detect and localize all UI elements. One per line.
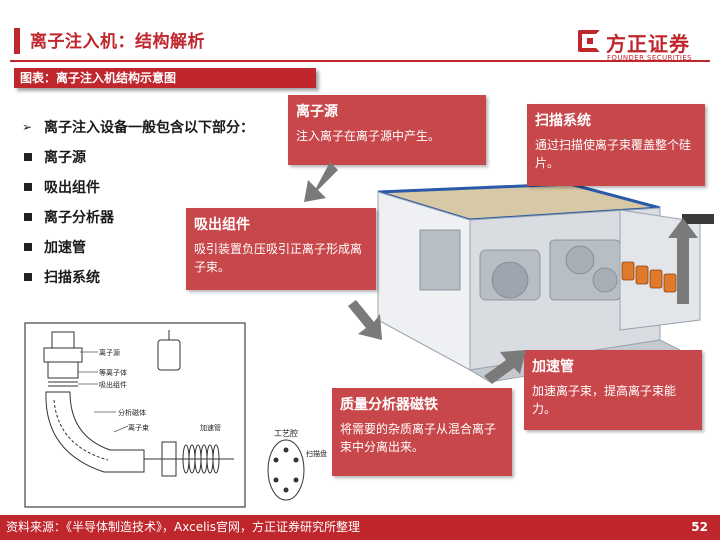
callout-extraction: 吸出组件 吸引装置负压吸引正离子形成离子束。: [186, 208, 376, 290]
logo-mark-icon: [578, 30, 600, 52]
list-item: 加速管: [22, 232, 302, 262]
list-item-text: 加速管: [44, 240, 86, 256]
diagram-label-ion-source: 离子源: [99, 348, 120, 357]
list-item-text: 吸出组件: [44, 180, 100, 196]
callout-accelerator-body: 加速离子束，提高离子束能力。: [532, 384, 677, 416]
callout-scanner: 扫描系统 通过扫描使离子束覆盖整个硅片。: [527, 104, 705, 186]
square-bullet-icon: [24, 153, 32, 161]
logo-text-cn: 方正证券: [606, 32, 690, 56]
callout-analyzer-body: 将需要的杂质离子从混合离子束中分离出来。: [340, 422, 497, 454]
list-item: 吸出组件: [22, 172, 302, 202]
footer-source: 资料来源：《半导体制造技术》，Axcelis官网，方正证券研究所整理: [6, 520, 361, 534]
diagram-label-accel-tube: 加速管: [200, 423, 221, 432]
diagram-label-analyzer: 分析磁体: [118, 408, 146, 417]
callout-ion-source-body: 注入离子在离子源中产生。: [296, 129, 441, 143]
list-item: 离子源: [22, 142, 302, 172]
diagram-label-ion-beam: 离子束: [128, 423, 149, 432]
founder-logo: 方正证券 FOUNDER SECURITIES: [578, 28, 698, 64]
list-item-text: 离子源: [44, 150, 86, 166]
callout-scanner-body: 通过扫描使离子束覆盖整个硅片。: [535, 138, 692, 170]
callout-ion-source-title: 离子源: [296, 104, 338, 120]
diagram-label-scan-disk: 扫描盘: [306, 449, 327, 458]
list-item-text: 离子分析器: [44, 210, 114, 226]
list-item: 离子分析器: [22, 202, 302, 232]
component-list: ➢ 离子注入设备一般包含以下部分： 离子源 吸出组件 离子分析器 加速管 扫描系…: [22, 112, 302, 292]
list-item-text: 扫描系统: [44, 270, 100, 286]
square-bullet-icon: [24, 243, 32, 251]
list-item: 扫描系统: [22, 262, 302, 292]
arrow-up-right-icon: [484, 350, 526, 384]
callout-ion-source: 离子源 注入离子在离子源中产生。: [288, 95, 486, 165]
schematic-diagram: 离子源 等离子体 吸出组件 分析磁体 离子束 加速管: [24, 322, 246, 508]
list-intro: ➢ 离子注入设备一般包含以下部分：: [22, 112, 302, 142]
arrow-up-icon: [668, 218, 698, 304]
arrow-down-right-icon: [348, 300, 382, 340]
callout-extraction-title: 吸出组件: [194, 217, 250, 233]
process-chamber-diagram: 工艺腔 扫描盘: [246, 420, 342, 508]
list-intro-text: 离子注入设备一般包含以下部分：: [44, 120, 254, 136]
square-bullet-icon: [24, 273, 32, 281]
diagram-label-chamber: 工艺腔: [274, 428, 298, 438]
diagram-label-extraction: 吸出组件: [99, 380, 127, 389]
callout-analyzer-title: 质量分析器磁铁: [340, 397, 438, 413]
header-divider: [10, 60, 710, 62]
square-bullet-icon: [24, 213, 32, 221]
page-title: 离子注入机：结构解析: [30, 32, 205, 52]
callout-accelerator: 加速管 加速离子束，提高离子束能力。: [524, 350, 702, 430]
footer-bar: 资料来源：《半导体制造技术》，Axcelis官网，方正证券研究所整理 52: [0, 515, 720, 540]
figure-label: 图表：离子注入机结构示意图: [14, 68, 316, 88]
square-bullet-icon: [24, 183, 32, 191]
callout-accelerator-title: 加速管: [532, 359, 574, 375]
arrow-down-left-icon: [304, 162, 338, 202]
logo-text-en: FOUNDER SECURITIES: [607, 54, 693, 62]
callout-analyzer: 质量分析器磁铁 将需要的杂质离子从混合离子束中分离出来。: [332, 388, 512, 476]
title-accent-bar: [14, 28, 20, 54]
callout-extraction-body: 吸引装置负压吸引正离子形成离子束。: [194, 242, 363, 274]
diagram-label-plasma: 等离子体: [99, 368, 127, 377]
callout-scanner-title: 扫描系统: [535, 113, 591, 129]
arrow-bullet-icon: ➢: [22, 120, 33, 134]
page-number: 52: [691, 520, 708, 534]
